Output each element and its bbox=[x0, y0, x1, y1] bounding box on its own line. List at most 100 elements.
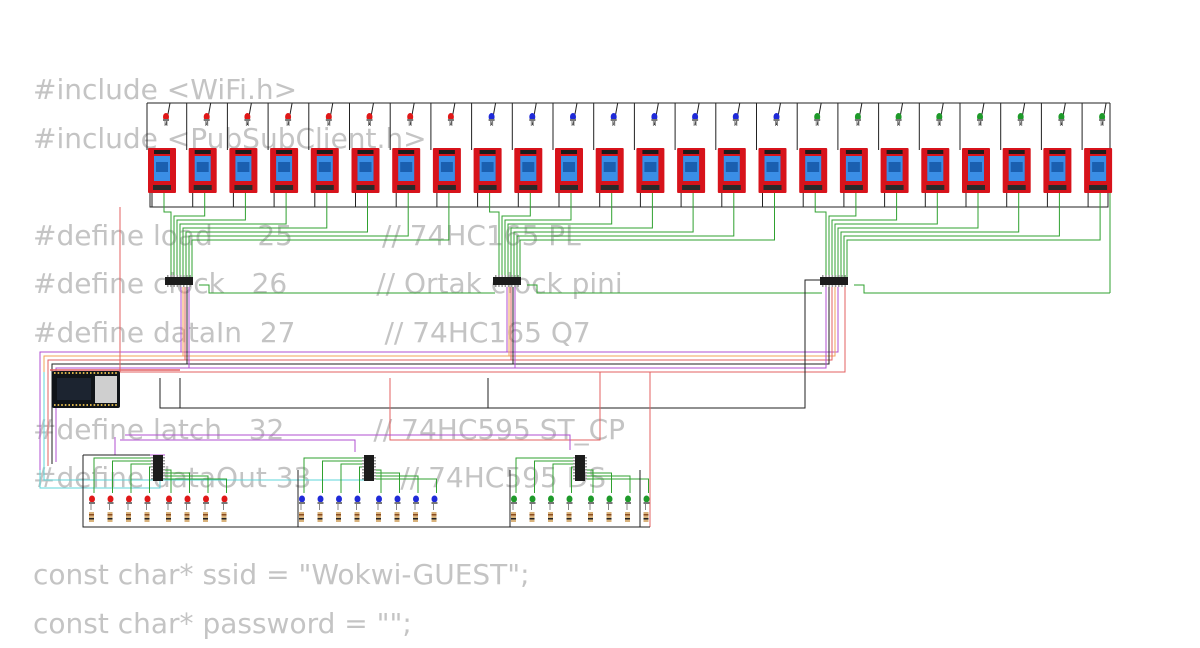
esp32-pin bbox=[65, 404, 67, 406]
chip-pin bbox=[189, 275, 191, 277]
esp32-pin bbox=[94, 404, 96, 406]
esp32-pin bbox=[104, 372, 106, 374]
resistor-body bbox=[607, 512, 612, 522]
resistor-body bbox=[89, 512, 94, 522]
relay-module bbox=[881, 148, 909, 193]
wire bbox=[160, 280, 820, 408]
relay-pins bbox=[804, 185, 822, 190]
resistor-band bbox=[185, 518, 190, 520]
led-base bbox=[644, 502, 650, 504]
output-shift-register bbox=[362, 455, 376, 481]
resistor-band bbox=[376, 514, 381, 516]
wire bbox=[150, 193, 1108, 207]
chip-pin bbox=[163, 457, 165, 459]
resistor-body bbox=[318, 512, 323, 522]
esp32-pin bbox=[79, 404, 81, 406]
resistor-body bbox=[567, 512, 572, 522]
chip-body bbox=[493, 277, 521, 285]
resistor-band bbox=[185, 514, 190, 516]
esp32-pin bbox=[97, 372, 99, 374]
led-base bbox=[432, 502, 438, 504]
resistor bbox=[203, 512, 208, 522]
relay-module bbox=[392, 148, 420, 193]
relay-label bbox=[767, 162, 779, 172]
chip-pin bbox=[374, 463, 376, 465]
wire bbox=[618, 103, 635, 150]
resistor-band bbox=[548, 514, 553, 516]
resistor-body bbox=[222, 512, 227, 522]
relay-terminal bbox=[561, 150, 577, 154]
relay-module bbox=[596, 148, 624, 193]
resistor bbox=[299, 512, 304, 522]
esp32-pin bbox=[97, 404, 99, 406]
chip-pin bbox=[374, 457, 376, 459]
esp32-pin bbox=[79, 372, 81, 374]
wire bbox=[903, 103, 920, 150]
wire bbox=[192, 192, 449, 277]
wire bbox=[815, 192, 826, 277]
led-base bbox=[166, 502, 172, 504]
led-body bbox=[588, 496, 594, 503]
led-base bbox=[855, 119, 861, 121]
resistor-band bbox=[567, 518, 572, 520]
chip-pin bbox=[514, 275, 516, 277]
relay-pins bbox=[764, 185, 782, 190]
chip-body bbox=[820, 277, 848, 285]
chip-pin bbox=[167, 275, 169, 277]
resistor-band bbox=[625, 514, 630, 516]
relay-pins bbox=[1048, 185, 1066, 190]
resistor-band bbox=[126, 518, 131, 520]
resistor-band bbox=[432, 518, 437, 520]
wire bbox=[505, 192, 571, 277]
wire bbox=[520, 192, 775, 277]
resistor-band bbox=[548, 518, 553, 520]
wire bbox=[490, 192, 499, 277]
wire bbox=[120, 287, 845, 372]
resistor-band bbox=[299, 514, 304, 516]
led-base bbox=[567, 502, 573, 504]
resistor bbox=[355, 512, 360, 522]
led-body bbox=[185, 496, 191, 503]
relay-label bbox=[522, 162, 534, 172]
led-body bbox=[108, 496, 114, 503]
led-base bbox=[203, 502, 209, 504]
wire bbox=[517, 192, 734, 277]
chip-body bbox=[575, 455, 585, 481]
chip-pin bbox=[362, 463, 364, 465]
wire bbox=[374, 103, 391, 150]
relay-terminal bbox=[398, 150, 414, 154]
resistor-body bbox=[203, 512, 208, 522]
chip-pin bbox=[517, 285, 519, 287]
output-shift-register bbox=[151, 455, 165, 481]
chip-pin bbox=[585, 466, 587, 468]
led-body bbox=[355, 496, 361, 503]
resistor-body bbox=[530, 512, 535, 522]
relay-module bbox=[1003, 148, 1031, 193]
led-base bbox=[163, 119, 169, 121]
wire bbox=[527, 285, 822, 293]
relay-label bbox=[360, 162, 372, 172]
esp32-board[interactable] bbox=[52, 371, 120, 408]
led-base bbox=[1058, 119, 1064, 121]
chip-pin bbox=[832, 275, 834, 277]
relay-terminal bbox=[1049, 150, 1065, 154]
led-base bbox=[222, 502, 228, 504]
relay-label bbox=[156, 162, 168, 172]
chip-pin bbox=[163, 475, 165, 477]
resistor bbox=[185, 512, 190, 522]
chip-pin bbox=[511, 275, 513, 277]
led-base bbox=[244, 119, 250, 121]
esp32-pin bbox=[76, 372, 78, 374]
resistor-band bbox=[588, 514, 593, 516]
relay-label bbox=[848, 162, 860, 172]
chip-pin bbox=[177, 275, 179, 277]
led-body bbox=[318, 496, 324, 503]
chip-pin bbox=[573, 457, 575, 459]
resistor bbox=[530, 512, 535, 522]
resistor-band bbox=[567, 514, 572, 516]
led-base bbox=[570, 119, 576, 121]
chip-pin bbox=[374, 466, 376, 468]
relay-label bbox=[400, 162, 412, 172]
relay-module bbox=[962, 148, 990, 193]
resistor-body bbox=[395, 512, 400, 522]
